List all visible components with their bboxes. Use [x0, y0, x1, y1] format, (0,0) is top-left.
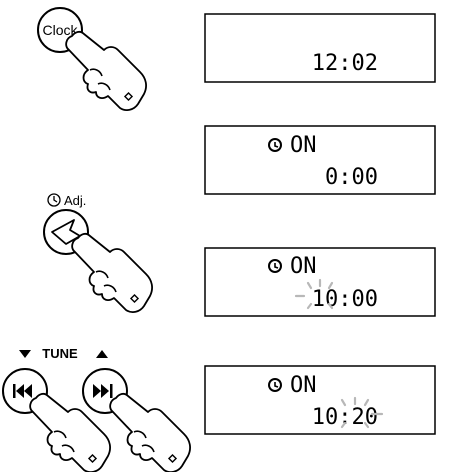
up-triangle-icon	[96, 350, 108, 358]
lcd-time: 0:00	[325, 165, 378, 190]
lcd-indicator: ON	[290, 254, 317, 279]
clock-icon	[48, 194, 60, 206]
lcd-panel-3: ON 10:00	[205, 248, 435, 316]
lcd-panel-1: 12:02	[205, 14, 435, 82]
pressing-hand-icon	[72, 234, 152, 312]
lcd-indicator: ON	[290, 373, 317, 398]
lcd-panel-2: ON 0:00	[205, 126, 435, 194]
lcd-time: 12:02	[312, 51, 378, 76]
lcd-panel-4: ON 10:20	[205, 366, 435, 434]
tune-label: TUNE	[42, 346, 78, 361]
adj-button-label: Adj.	[64, 193, 86, 208]
pressing-hand-icon	[110, 394, 190, 472]
down-triangle-icon	[19, 350, 31, 358]
pressing-hand-icon	[66, 32, 146, 110]
tune-label-group: TUNE	[19, 346, 108, 361]
lcd-time: 10:00	[312, 287, 378, 312]
lcd-indicator: ON	[290, 133, 317, 158]
